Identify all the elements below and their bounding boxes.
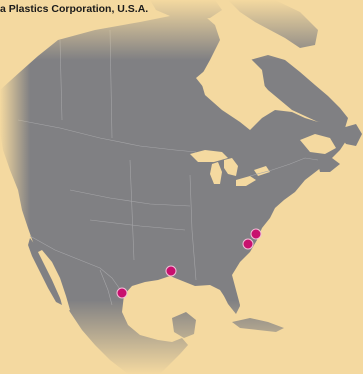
- site-louisiana-marker[interactable]: [165, 265, 177, 277]
- fade-left: [0, 0, 30, 374]
- site-north-carolina-marker[interactable]: [242, 238, 254, 250]
- fade-bottom: [0, 300, 363, 374]
- nova-scotia: [318, 158, 340, 172]
- labrador-peninsula: [250, 55, 348, 128]
- gulf-of-california: [38, 250, 70, 312]
- great-lakes: [190, 150, 270, 186]
- site-south-texas-marker[interactable]: [116, 287, 128, 299]
- continent-landmass: [0, 12, 348, 374]
- newfoundland: [340, 124, 362, 146]
- political-borders: [17, 29, 319, 306]
- map-title: a Plastics Corporation, U.S.A.: [0, 3, 149, 15]
- fade-top: [0, 0, 363, 60]
- hudson-bay: [196, 56, 265, 120]
- facility-markers: [116, 228, 262, 299]
- baja-peninsula: [28, 238, 62, 305]
- site-virginia-marker[interactable]: [250, 228, 262, 240]
- gulf-of-st-lawrence: [300, 134, 336, 154]
